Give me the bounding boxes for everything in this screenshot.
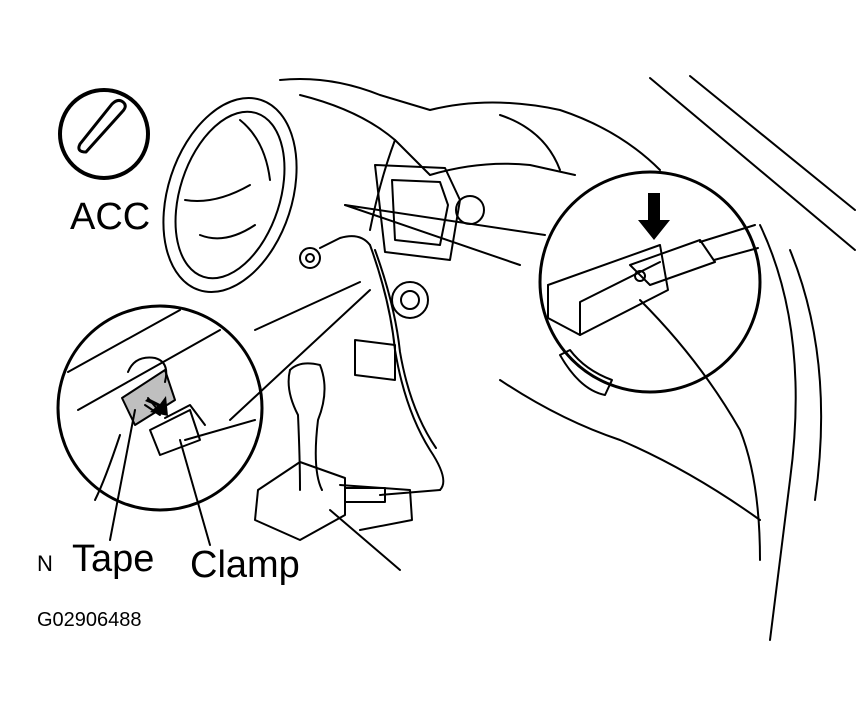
clamp-direction-arrow-icon: [145, 396, 168, 416]
windshield-pillar: [649, 75, 856, 641]
n-label: N: [37, 551, 53, 576]
steering-wheel: [162, 96, 298, 294]
push-direction-arrow-icon: [638, 193, 670, 240]
callout-leaders: [229, 204, 546, 421]
dashboard-outline: [279, 78, 761, 561]
gear-shifter: [254, 362, 441, 571]
acc-key-position-icon: [58, 88, 150, 180]
figure-code: G02906488: [37, 609, 142, 631]
ignition-connector: [299, 235, 445, 491]
label-leaders: [109, 409, 211, 546]
connector-detail-circle: [538, 170, 762, 394]
acc-label: ACC: [70, 196, 151, 238]
clamp-label: Clamp: [190, 544, 300, 586]
tape-label: Tape: [72, 538, 155, 580]
center-console: [354, 164, 613, 396]
